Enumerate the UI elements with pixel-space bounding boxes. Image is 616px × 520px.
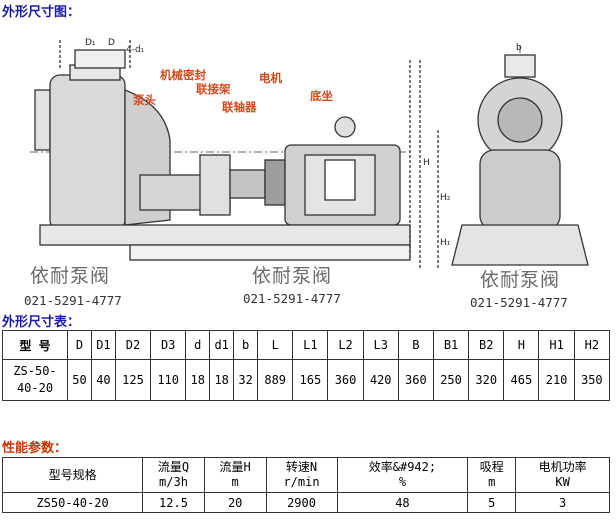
watermark-phone-2: 021-5291-4777 (243, 291, 341, 306)
dim-header-cell: D (67, 330, 92, 360)
perf-header-line2: % (398, 475, 407, 489)
pump-outline-drawing: D₁ D 4-d₁ b H H₂ H₁ (30, 38, 589, 270)
dim-header-cell: b (233, 330, 259, 360)
perf-cell: 20 (203, 492, 267, 513)
watermark-name-2: 依耐泵阀 (252, 265, 333, 287)
perf-cell: 2900 (265, 492, 338, 513)
dim-cell: 50 (67, 359, 92, 401)
label-D: D (108, 38, 115, 48)
dim-header-cell: B2 (468, 330, 505, 360)
dim-cell: 350 (573, 359, 611, 401)
dim-header-cell: D2 (114, 330, 152, 360)
dim-header-cell: L3 (362, 330, 399, 360)
dim-header-cell: H2 (573, 330, 611, 360)
perf-header-line1: 转速N (285, 460, 318, 474)
dim-header-cell: H1 (538, 330, 575, 360)
dim-header-cell: d1 (209, 330, 235, 360)
label-motor: 电机 (259, 71, 282, 85)
perf-header-line1: 效率&#942; (368, 460, 437, 474)
dim-cell: ZS-50-40-20 (2, 359, 68, 401)
perf-header-line1: 吸程 (479, 460, 504, 474)
watermark-phone-1: 021-5291-4777 (24, 293, 122, 308)
dim-cell: 889 (257, 359, 294, 401)
outline-drawing-heading: 外形尺寸图： (2, 5, 81, 20)
perf-cell: 12.5 (142, 492, 205, 513)
dim-cell: 250 (432, 359, 470, 401)
dim-cell: 32 (233, 359, 259, 401)
front-view (419, 45, 589, 270)
dim-header-cell: H (503, 330, 540, 360)
perf-cell: 5 (467, 492, 517, 513)
label-base: 底坐 (310, 89, 333, 103)
dim-cell: 18 (209, 359, 235, 401)
label-H: H (423, 158, 430, 168)
perf-header-cell: 型号规格 (1, 457, 144, 493)
perf-header-line1: 型号规格 (48, 467, 97, 482)
dim-header-cell: L2 (327, 330, 364, 360)
perf-header-line1: 电机功率 (538, 460, 587, 474)
watermark-name-1: 依耐泵阀 (30, 265, 111, 287)
dim-header-cell: d (185, 330, 211, 360)
label-H2: H₂ (440, 193, 451, 203)
dim-cell: 125 (114, 359, 152, 401)
dim-header-cell: B1 (432, 330, 470, 360)
dimension-table-heading: 外形尺寸表： (2, 315, 81, 330)
perf-header-line2: m (488, 475, 496, 489)
perf-header-cell: 效率&#942;% (336, 457, 469, 493)
perf-header-line2: m/3h (159, 475, 188, 489)
perf-cell: ZS50-40-20 (1, 492, 144, 513)
dim-cell: 465 (503, 359, 540, 401)
dim-cell: 420 (362, 359, 399, 401)
watermark-phone-3: 021-5291-4777 (470, 295, 568, 310)
dim-cell: 210 (538, 359, 575, 401)
dim-header-cell: D3 (150, 330, 187, 360)
label-H1: H₁ (440, 238, 451, 248)
perf-header-line2: KW (555, 475, 570, 489)
perf-header-line1: 流量Q (157, 460, 190, 474)
label-D1: D₁ (85, 38, 96, 48)
dim-cell: 18 (185, 359, 211, 401)
dim-cell: 360 (327, 359, 364, 401)
label-coupling: 联轴器 (222, 100, 257, 114)
dim-cell: 360 (397, 359, 434, 401)
dim-header-cell: L1 (292, 330, 329, 360)
dim-header-cell: 型 号 (2, 330, 68, 360)
dim-header-cell: D1 (90, 330, 116, 360)
label-d: 4-d₁ (126, 45, 145, 55)
dim-header-cell: L (257, 330, 294, 360)
perf-cell: 48 (336, 492, 469, 513)
label-b: b (516, 43, 522, 53)
dim-header-cell: B (397, 330, 434, 360)
perf-header-line1: 流量H (219, 460, 251, 474)
label-mechanical-seal: 机械密封 (160, 68, 206, 82)
perf-header-line2: r/min (283, 475, 320, 489)
dim-cell: 165 (292, 359, 329, 401)
dim-cell: 320 (468, 359, 505, 401)
dim-cell: 110 (150, 359, 187, 401)
label-coupling-guard: 联接架 (196, 82, 231, 96)
side-view (30, 40, 411, 261)
watermark-name-3: 依耐泵阀 (480, 269, 561, 291)
performance-heading: 性能参数： (2, 441, 68, 456)
perf-header-line2: m (231, 475, 239, 489)
dim-cell: 40 (90, 359, 116, 401)
label-pump-head: 泵头 (133, 93, 156, 107)
perf-cell: 3 (515, 492, 610, 513)
